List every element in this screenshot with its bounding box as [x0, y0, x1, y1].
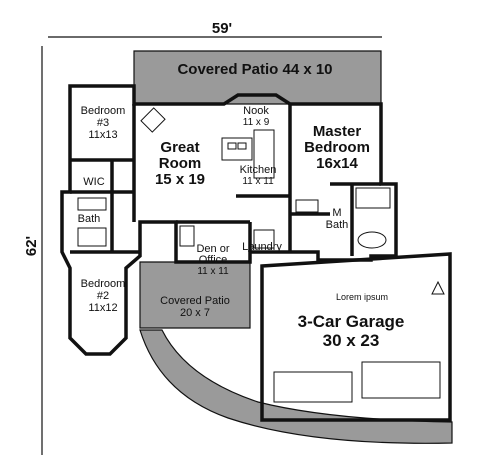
bedroom3-number: #3	[97, 117, 109, 129]
interior-walls	[70, 104, 381, 256]
depth-dimension: 62'	[23, 236, 40, 256]
laundry-label: Laundry	[242, 241, 282, 253]
garage-caption: Lorem ipsum	[336, 292, 388, 302]
fixtures	[77, 107, 445, 403]
width-dimension: 59'	[212, 20, 232, 37]
covered-patio-front-name: Covered Patio	[160, 295, 230, 307]
garage-outline	[260, 252, 452, 422]
garage-size: 30 x 23	[323, 331, 380, 350]
bedroom3-name: Bedroom	[81, 105, 126, 117]
dimension-lines	[41, 36, 382, 455]
bath-label: Bath	[78, 213, 101, 225]
bedroom2-number: #2	[97, 290, 109, 302]
den-office-size: 11 x 11	[197, 266, 229, 277]
bedroom2-size: 11x12	[88, 302, 117, 314]
master-bath-name: M	[332, 207, 341, 219]
den-office-name: Den or	[196, 243, 229, 255]
nook-size: 11 x 9	[243, 117, 270, 128]
kitchen-name: Kitchen	[240, 164, 277, 176]
covered-patio-front-size: 20 x 7	[180, 307, 210, 319]
garage-name: 3-Car Garage	[298, 312, 405, 331]
master-bedroom-name2: Bedroom	[304, 139, 370, 156]
covered-patio-rear-label: Covered Patio 44 x 10	[177, 61, 332, 78]
kitchen-size: 11 x 11	[242, 176, 274, 187]
den-office-name2: Office	[199, 254, 228, 266]
front-walkway	[139, 329, 453, 444]
master-bedroom-name: Master	[313, 123, 362, 140]
bedroom2-name: Bedroom	[81, 278, 126, 290]
master-bath-name2: Bath	[326, 219, 349, 231]
wic-label: WIC	[83, 176, 104, 188]
great-room-size: 15 x 19	[155, 171, 205, 188]
great-room-name: Great	[160, 139, 199, 156]
master-bedroom-size: 16x14	[316, 155, 358, 172]
nook-name: Nook	[243, 105, 269, 117]
great-room-name2: Room	[159, 155, 202, 172]
bedroom3-size: 11x13	[88, 129, 117, 141]
